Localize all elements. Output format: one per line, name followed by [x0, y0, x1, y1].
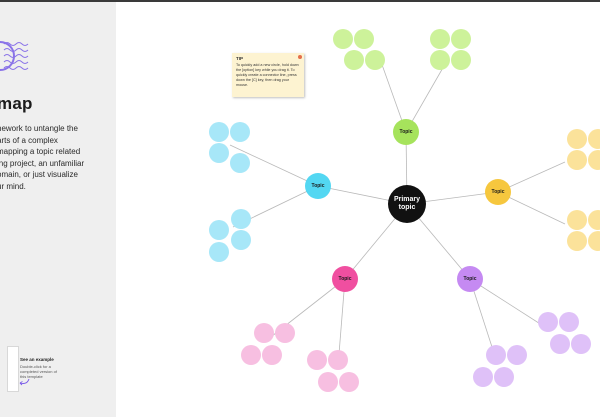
topic-label: Topic — [399, 129, 413, 135]
subtopic-circle-yellow[interactable] — [588, 150, 600, 170]
tip-sticky-note[interactable]: TIP To quickly add a new circle, hold do… — [232, 53, 304, 97]
subtopic-circle-green[interactable] — [354, 29, 374, 49]
description-line: nework to untangle the — [0, 124, 78, 133]
curved-arrow-icon — [19, 378, 30, 386]
template-description: nework to untangle the arts of a complex… — [0, 123, 115, 193]
subtopic-circle-pink[interactable] — [262, 345, 282, 365]
mind-map[interactable] — [116, 2, 600, 417]
subtopic-circle-pink[interactable] — [241, 345, 261, 365]
subtopic-circle-yellow[interactable] — [567, 150, 587, 170]
subtopic-circle-blue[interactable] — [230, 153, 250, 173]
subtopic-circle-pink[interactable] — [328, 350, 348, 370]
subtopic-circle-purple[interactable] — [571, 334, 591, 354]
subtopic-circle-green[interactable] — [430, 29, 450, 49]
template-title: map — [0, 94, 33, 113]
topic-label: Topic — [311, 183, 325, 189]
subtopic-circle-purple[interactable] — [538, 312, 558, 332]
subtopic-circle-blue[interactable] — [230, 122, 250, 142]
subtopic-circle-purple[interactable] — [473, 367, 493, 387]
subtopic-circle-green[interactable] — [451, 29, 471, 49]
example-thumbnail[interactable] — [7, 346, 19, 392]
subtopic-circle-blue[interactable] — [231, 230, 251, 250]
subtopic-circle-blue[interactable] — [209, 122, 229, 142]
connector-line[interactable] — [229, 144, 319, 187]
topic-circle-green[interactable] — [393, 119, 419, 145]
subtopic-circle-blue[interactable] — [209, 242, 229, 262]
tip-body: To quickly add a new circle, hold down t… — [236, 63, 299, 87]
topic-circle-blue[interactable] — [305, 173, 331, 199]
example-title: See an example — [20, 357, 54, 362]
subtopic-circle-green[interactable] — [365, 50, 385, 70]
subtopic-circle-purple[interactable] — [559, 312, 579, 332]
sidebar-panel: map nework to untangle the arts of a com… — [0, 2, 116, 417]
example-description: Double-click for a completed version of … — [20, 364, 57, 379]
tip-title: TIP — [236, 56, 244, 61]
mind-map-logo-icon — [0, 41, 29, 71]
subtopic-circle-blue[interactable] — [209, 220, 229, 240]
subtopic-circle-yellow[interactable] — [567, 129, 587, 149]
topic-label: Topic — [338, 276, 352, 282]
description-line: mapping a topic related — [0, 147, 81, 157]
subtopic-circle-green[interactable] — [451, 50, 471, 70]
subtopic-circle-green[interactable] — [344, 50, 364, 70]
subtopic-circle-pink[interactable] — [318, 372, 338, 392]
subtopic-circle-green[interactable] — [430, 50, 450, 70]
pin-icon — [298, 55, 302, 59]
topic-label: Topic — [463, 276, 477, 282]
subtopic-circle-pink[interactable] — [339, 372, 359, 392]
subtopic-circle-purple[interactable] — [507, 345, 527, 365]
subtopic-circle-purple[interactable] — [550, 334, 570, 354]
description-line: ur mind. — [0, 181, 26, 191]
subtopic-circle-purple[interactable] — [494, 367, 514, 387]
topic-circle-yellow[interactable] — [485, 179, 511, 205]
subtopic-circle-yellow[interactable] — [567, 210, 587, 230]
description-line: arts of a complex — [0, 135, 58, 145]
subtopic-circle-purple[interactable] — [486, 345, 506, 365]
topic-circle-pink[interactable] — [332, 266, 358, 292]
description-line: ing project, an unfamiliar — [0, 158, 85, 168]
subtopic-circle-blue[interactable] — [231, 209, 251, 229]
subtopic-circle-yellow[interactable] — [588, 129, 600, 149]
subtopic-circle-pink[interactable] — [275, 323, 295, 343]
topic-circle-purple[interactable] — [457, 266, 483, 292]
connector-line[interactable] — [469, 278, 546, 328]
subtopic-circle-green[interactable] — [333, 29, 353, 49]
connector-line[interactable] — [405, 58, 449, 133]
subtopic-circle-yellow[interactable] — [588, 210, 600, 230]
mind-map-canvas[interactable] — [116, 2, 600, 417]
subtopic-circle-yellow[interactable] — [567, 231, 587, 251]
subtopic-circle-blue[interactable] — [209, 143, 229, 163]
subtopic-circle-pink[interactable] — [254, 323, 274, 343]
primary-topic-circle[interactable] — [388, 185, 426, 223]
subtopic-circle-pink[interactable] — [307, 350, 327, 370]
subtopic-circle-yellow[interactable] — [588, 231, 600, 251]
topic-label: Topic — [491, 189, 505, 195]
description-line: omain, or just visualize — [0, 170, 78, 180]
